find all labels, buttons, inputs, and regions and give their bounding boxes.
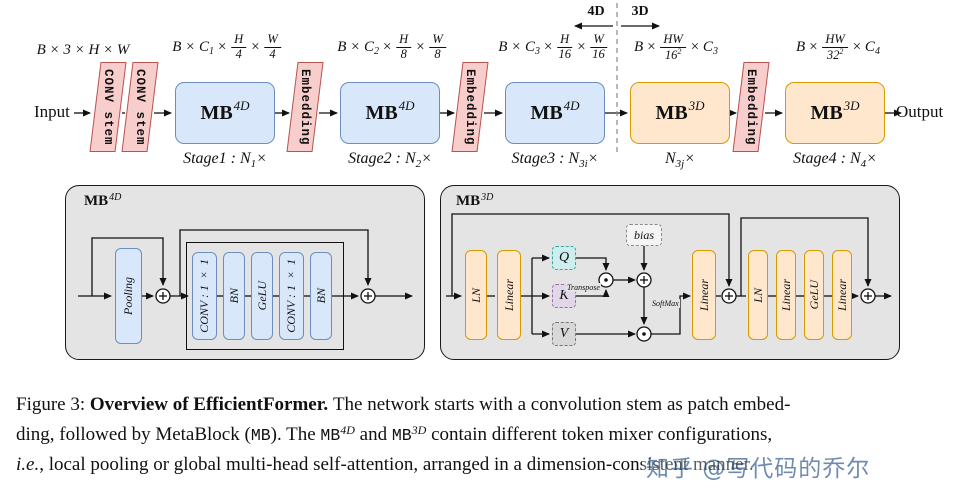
stage-label-4: Stage4 : N4×	[793, 150, 877, 171]
mb4d-panel-title: MB4D	[84, 192, 122, 209]
ln-block-2: LN	[748, 250, 768, 340]
v-box: V	[552, 322, 576, 346]
gelu-block-3d: GeLU	[804, 250, 824, 340]
linear-block-attn-out: Linear	[692, 250, 716, 340]
linear-block-mlp-1: Linear	[776, 250, 796, 340]
caption-line-3: i.e., local pooling or global multi-head…	[16, 454, 754, 475]
embedding-label: Embedding	[744, 68, 759, 146]
conv-stem-label: CONV stem	[101, 68, 116, 146]
input-label: Input	[34, 102, 70, 121]
output-label: Output	[896, 102, 944, 121]
stage-label-3: Stage3 : N3i×	[511, 150, 599, 171]
conv1x1-block-2: CONV : 1 × 1	[279, 252, 304, 340]
stage-label-1: Stage1 : N1×	[183, 150, 267, 171]
mb3d-panel-title: MB3D	[456, 192, 494, 209]
gelu-block-4d: GeLU	[251, 252, 273, 340]
conv-stem-1: CONV stem	[89, 62, 127, 152]
divider-label-3d: 3D	[631, 4, 649, 19]
embedding-3: Embedding	[732, 62, 770, 152]
embedding-1: Embedding	[286, 62, 324, 152]
embedding-label: Embedding	[463, 68, 478, 146]
divider-label-4d: 4D	[587, 4, 605, 19]
softmax-label: SoftMax	[651, 299, 680, 308]
stage-label-3j: N3j×	[664, 150, 696, 171]
ln-block-1: LN	[465, 250, 487, 340]
embedding-2: Embedding	[451, 62, 489, 152]
linear-block-qkv: Linear	[497, 250, 521, 340]
caption-line-2: ding, followed by MetaBlock (MB). The MB…	[16, 423, 773, 445]
watermark: 知乎 @写代码的乔尔	[642, 448, 875, 484]
conv-stem-label: CONV stem	[133, 68, 148, 146]
conv-stem-2: CONV stem	[121, 62, 159, 152]
caption-line-1: Figure 3: Overview of EfficientFormer. T…	[16, 394, 791, 415]
embedding-label: Embedding	[298, 68, 313, 146]
linear-block-mlp-2: Linear	[832, 250, 852, 340]
dim-label-1: B × 3 × H × W	[36, 42, 130, 58]
bn-block-1: BN	[223, 252, 245, 340]
stage-label-2: Stage2 : N2×	[348, 150, 432, 171]
q-box: Q	[552, 246, 576, 270]
transpose-label: Transpose	[566, 283, 601, 292]
pooling-block: Pooling	[115, 248, 142, 344]
bn-block-2: BN	[310, 252, 332, 340]
conv1x1-block-1: CONV : 1 × 1	[192, 252, 217, 340]
bias-box: bias	[626, 224, 662, 246]
